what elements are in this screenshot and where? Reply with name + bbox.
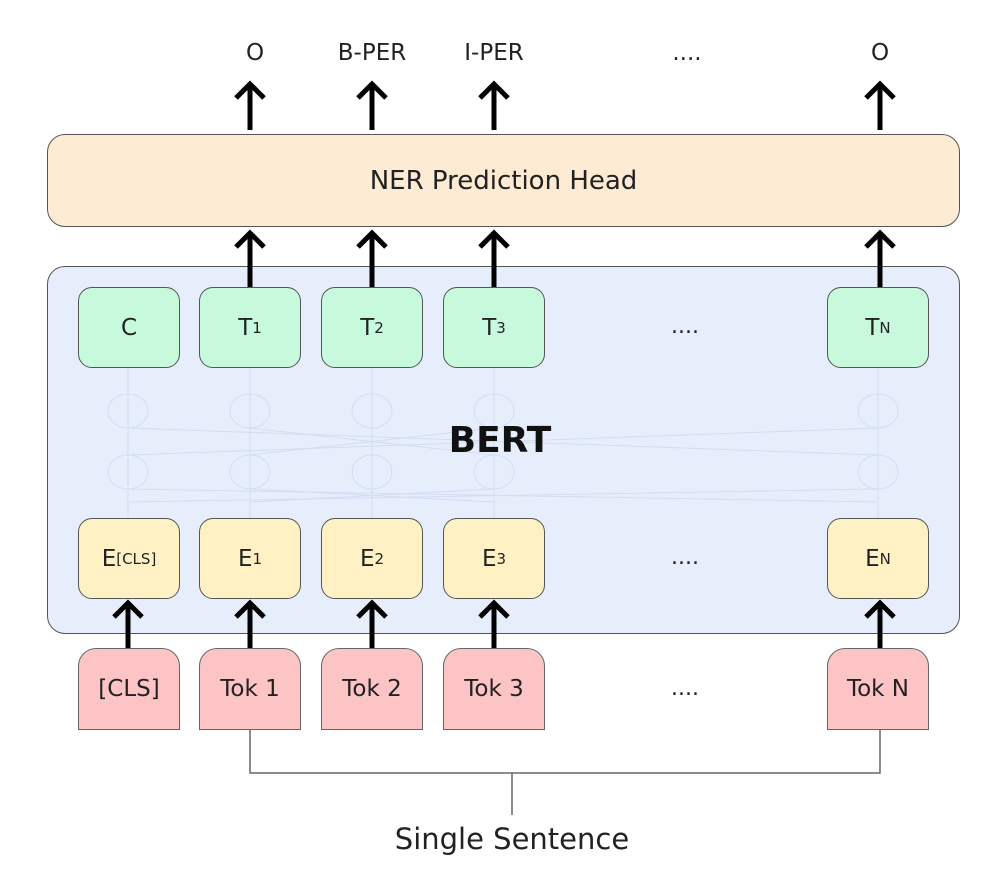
token-box-1: Tok 1	[199, 648, 301, 730]
caption: Single Sentence	[394, 822, 630, 856]
sentence-bracket	[249, 730, 881, 815]
arrows	[112, 80, 896, 648]
output-box-c: C	[78, 287, 180, 368]
output-label: O	[870, 40, 890, 66]
token-box-cls: [CLS]	[78, 648, 180, 730]
output-label: I-PER	[464, 40, 524, 66]
token-box-2: Tok 2	[321, 648, 423, 730]
faint-network	[107, 368, 899, 518]
output-label: O	[245, 40, 265, 66]
output-ellipsis: ....	[672, 40, 702, 66]
output-label: B-PER	[337, 40, 407, 66]
embedding-box-cls: E[CLS]	[78, 518, 180, 599]
token-box-3: Tok 3	[443, 648, 545, 730]
ellipsis: ....	[671, 545, 699, 570]
ellipsis: ....	[671, 676, 699, 701]
ellipsis: ....	[671, 314, 699, 339]
ner-prediction-head: NER Prediction Head	[47, 134, 960, 227]
token-box-n: Tok N	[827, 648, 929, 730]
bert-label: BERT	[448, 420, 552, 461]
